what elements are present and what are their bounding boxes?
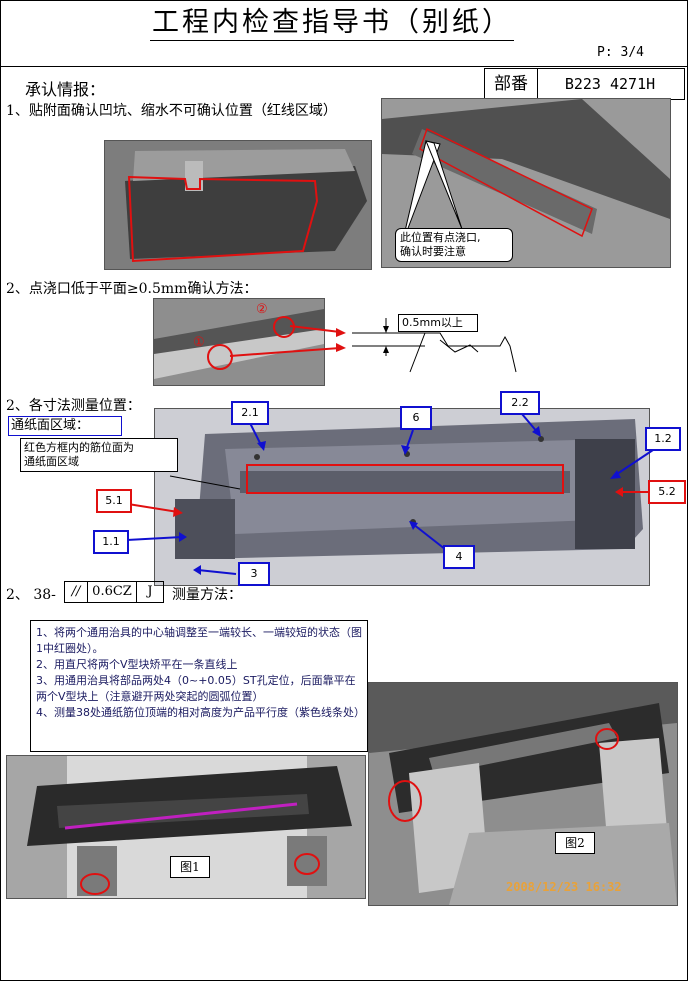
step-3: 3、用通用治具将部品两处4（0~+0.05）ST孔定位，后面靠平在两个V型块上（… [36, 674, 356, 703]
photo-part-full-drawing [155, 409, 649, 585]
step-2: 2、用直尺将两个V型块矫平在一条直线上 [36, 658, 238, 671]
part-number: B223 4271H [536, 68, 685, 100]
dimension-label: 0.5mm以上 [398, 314, 478, 332]
section4-heading-prefix: 2、 38- [6, 587, 56, 603]
photo-gate-drawing [154, 299, 324, 385]
tag-1-2: 1.2 [645, 427, 681, 451]
dept-label: 部番 [484, 68, 538, 100]
paper-area-note: 红色方框内的筋位面为 通纸面区域 [20, 438, 178, 472]
tag-5-2: 5.2 [648, 480, 686, 504]
paper-area-note-line1: 红色方框内的筋位面为 [24, 441, 134, 454]
fig2-label: 图2 [555, 832, 595, 854]
step-1: 1、将两个通用治具的中心轴调整至一端较长、一端较短的状态（图1中红圈处）。 [36, 626, 362, 655]
tag-1-1: 1.1 [93, 530, 129, 554]
gdt-tolerance: 0.6CZ [87, 581, 137, 603]
gate-callout-line1: 此位置有点浇口, [400, 231, 481, 244]
header-divider [0, 66, 688, 67]
photo-fig2-drawing [369, 683, 677, 905]
marker-2: ② [256, 302, 268, 317]
approval-label: 承认情报： [25, 80, 106, 99]
measurement-steps: 1、将两个通用治具的中心轴调整至一端较长、一端较短的状态（图1中红圈处）。 2、… [30, 620, 368, 752]
gdt-datum: J [136, 581, 164, 603]
tag-6: 6 [400, 406, 432, 430]
photo-part-side [104, 140, 372, 270]
tag-2-2: 2.2 [500, 391, 540, 415]
tag-2-1: 2.1 [231, 401, 269, 425]
paper-area-label: 通纸面区域： [8, 416, 122, 436]
photo-timestamp: 2008/12/23 16:32 [506, 880, 622, 894]
tag-4: 4 [443, 545, 475, 569]
section1-heading: 1、贴附面确认凹坑、缩水不可确认位置（红线区域） [6, 103, 337, 119]
photo-part-side-drawing [105, 141, 371, 269]
section4-heading-suffix: 测量方法： [172, 587, 242, 603]
photo-fig2 [368, 682, 678, 906]
gate-callout: 此位置有点浇口, 确认时要注意 [395, 228, 513, 262]
photo-part-full [154, 408, 650, 586]
marker-1: ① [193, 335, 205, 350]
tag-5-1: 5.1 [96, 489, 132, 513]
gdt-parallelism-symbol: // [64, 581, 88, 603]
gate-callout-line2: 确认时要注意 [400, 245, 466, 258]
page-number: P: 3/4 [597, 45, 644, 60]
step-4: 4、测量38处通纸筋位顶端的相对高度为产品平行度（紫色线条处） [36, 706, 365, 719]
section3-heading: 2、各寸法测量位置： [6, 398, 141, 414]
paper-area-note-line2: 通纸面区域 [24, 455, 79, 468]
page-title: 工程内检查指导书（别纸） [150, 6, 514, 41]
section2-heading: 2、点浇口低于平面≥0.5mm确认方法： [6, 281, 258, 297]
tag-3: 3 [238, 562, 270, 586]
fig1-label: 图1 [170, 856, 210, 878]
photo-gate [153, 298, 325, 386]
